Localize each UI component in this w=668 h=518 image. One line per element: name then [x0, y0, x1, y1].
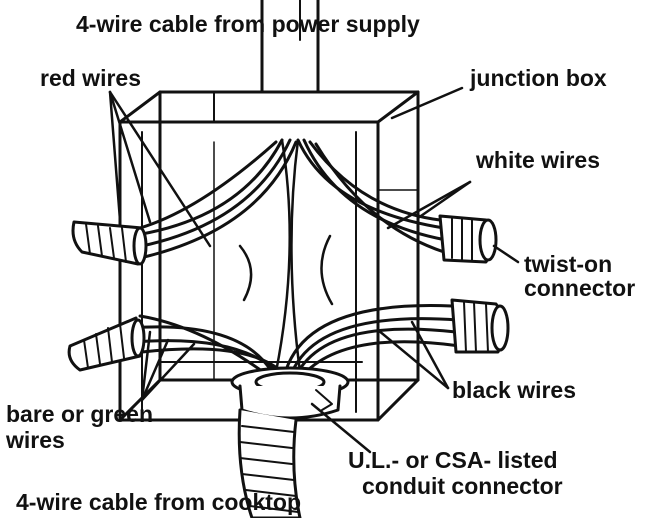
twist-on-connector-label-line1: twist-on [524, 251, 613, 277]
bare-green-wires-label-line2: wires [6, 427, 65, 453]
conduit-connector [230, 366, 350, 420]
red-wires-label: red wires [40, 65, 141, 91]
center-crossing-wires [238, 138, 334, 374]
twist-on-connector-lower-right [450, 298, 510, 354]
twist-on-connector-label-line2: connector [524, 275, 636, 301]
leader-lines [108, 86, 520, 454]
bare-green-wires-label-line1: bare or green [6, 401, 153, 427]
cooktop-flex-conduit [237, 408, 302, 518]
conduit-connector-label-line2: conduit connector [362, 473, 563, 499]
twist-on-connector-upper-left [71, 220, 148, 266]
white-wires-label: white wires [476, 147, 600, 173]
wires-upper-right [296, 138, 448, 254]
wires-lower-left [128, 314, 286, 376]
wires-lower-right [284, 304, 462, 376]
conduit-connector-label-line1: U.L.- or CSA- listed [348, 447, 558, 473]
cooktop-cable-label: 4-wire cable from cooktop [16, 489, 302, 515]
black-wires-label: black wires [452, 377, 577, 403]
junction-box-label: junction box [470, 65, 607, 91]
power-supply-cable-label: 4-wire cable from power supply [76, 11, 420, 37]
twist-on-connector-upper-right [438, 214, 498, 264]
twist-on-connector-lower-left [67, 316, 146, 372]
